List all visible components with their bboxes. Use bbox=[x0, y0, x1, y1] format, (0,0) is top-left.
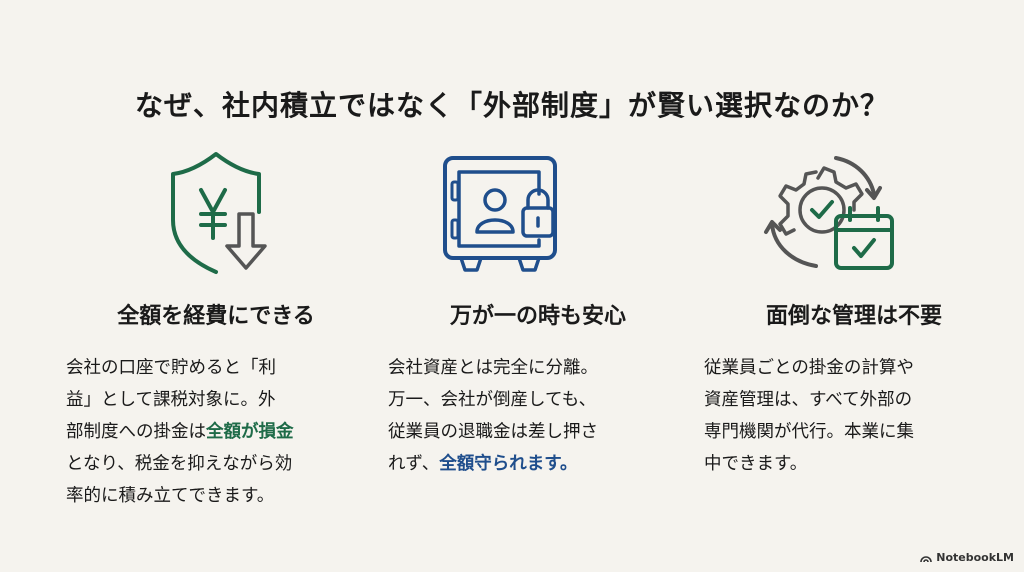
brand-label: NotebookLM bbox=[936, 551, 1014, 564]
notebooklm-logo-icon bbox=[920, 556, 933, 562]
body-line: 万一、会社が倒産しても、 bbox=[388, 390, 597, 410]
feature-column-management: 面倒な管理は不要 従業員ごとの掛金の計算や 資産管理は、すべて外部の 専門機関が… bbox=[704, 150, 1004, 480]
body-line: 中できます。 bbox=[704, 454, 808, 474]
shield-yen-down-arrow-icon bbox=[66, 150, 366, 280]
highlight-text: 全額守られます。 bbox=[439, 454, 578, 474]
gear-calendar-cycle-icon bbox=[648, 150, 1004, 280]
column-body: 従業員ごとの掛金の計算や 資産管理は、すべて外部の 専門機関が代行。本業に集 中… bbox=[704, 352, 1004, 480]
body-line: 専門機関が代行。本業に集 bbox=[704, 422, 914, 442]
slide-title: なぜ、社内積立ではなく「外部制度」が賢い選択なのか？ bbox=[134, 89, 889, 122]
body-line: 会社の口座で貯めると「利 bbox=[66, 358, 276, 378]
body-text: れず、 bbox=[388, 454, 440, 474]
column-heading: 万が一の時も安心 bbox=[449, 304, 626, 329]
body-text: 部制度への掛金は bbox=[66, 422, 206, 442]
body-line: 従業員ごとの掛金の計算や bbox=[704, 358, 914, 378]
column-heading: 面倒な管理は不要 bbox=[765, 304, 942, 329]
body-line: 部制度への掛金は全額が損金 bbox=[66, 416, 366, 448]
column-body: 会社の口座で貯めると「利 益」として課税対象に。外 部制度への掛金は全額が損金 … bbox=[66, 352, 366, 512]
notebooklm-watermark: NotebookLM bbox=[920, 551, 1014, 564]
body-line: 益」として課税対象に。外 bbox=[66, 390, 276, 410]
body-line: 資産管理は、すべて外部の bbox=[704, 390, 913, 410]
column-heading: 全額を経費にできる bbox=[117, 304, 315, 329]
column-body: 会社資産とは完全に分離。 万一、会社が倒産しても、 従業員の退職金は差し押さ れ… bbox=[388, 352, 688, 480]
safe-person-lock-icon bbox=[312, 150, 688, 280]
body-line: 会社資産とは完全に分離。 bbox=[388, 358, 598, 378]
body-line: れず、全額守られます。 bbox=[388, 448, 688, 480]
highlight-text: 全額が損金 bbox=[206, 422, 294, 442]
feature-column-safety: 万が一の時も安心 会社資産とは完全に分離。 万一、会社が倒産しても、 従業員の退… bbox=[388, 150, 688, 480]
body-line: となり、税金を抑えながら効 bbox=[66, 454, 293, 474]
body-line: 従業員の退職金は差し押さ bbox=[388, 422, 598, 442]
feature-column-tax: 全額を経費にできる 会社の口座で貯めると「利 益」として課税対象に。外 部制度へ… bbox=[66, 150, 366, 512]
body-line: 率的に積み立てできます。 bbox=[66, 486, 275, 506]
